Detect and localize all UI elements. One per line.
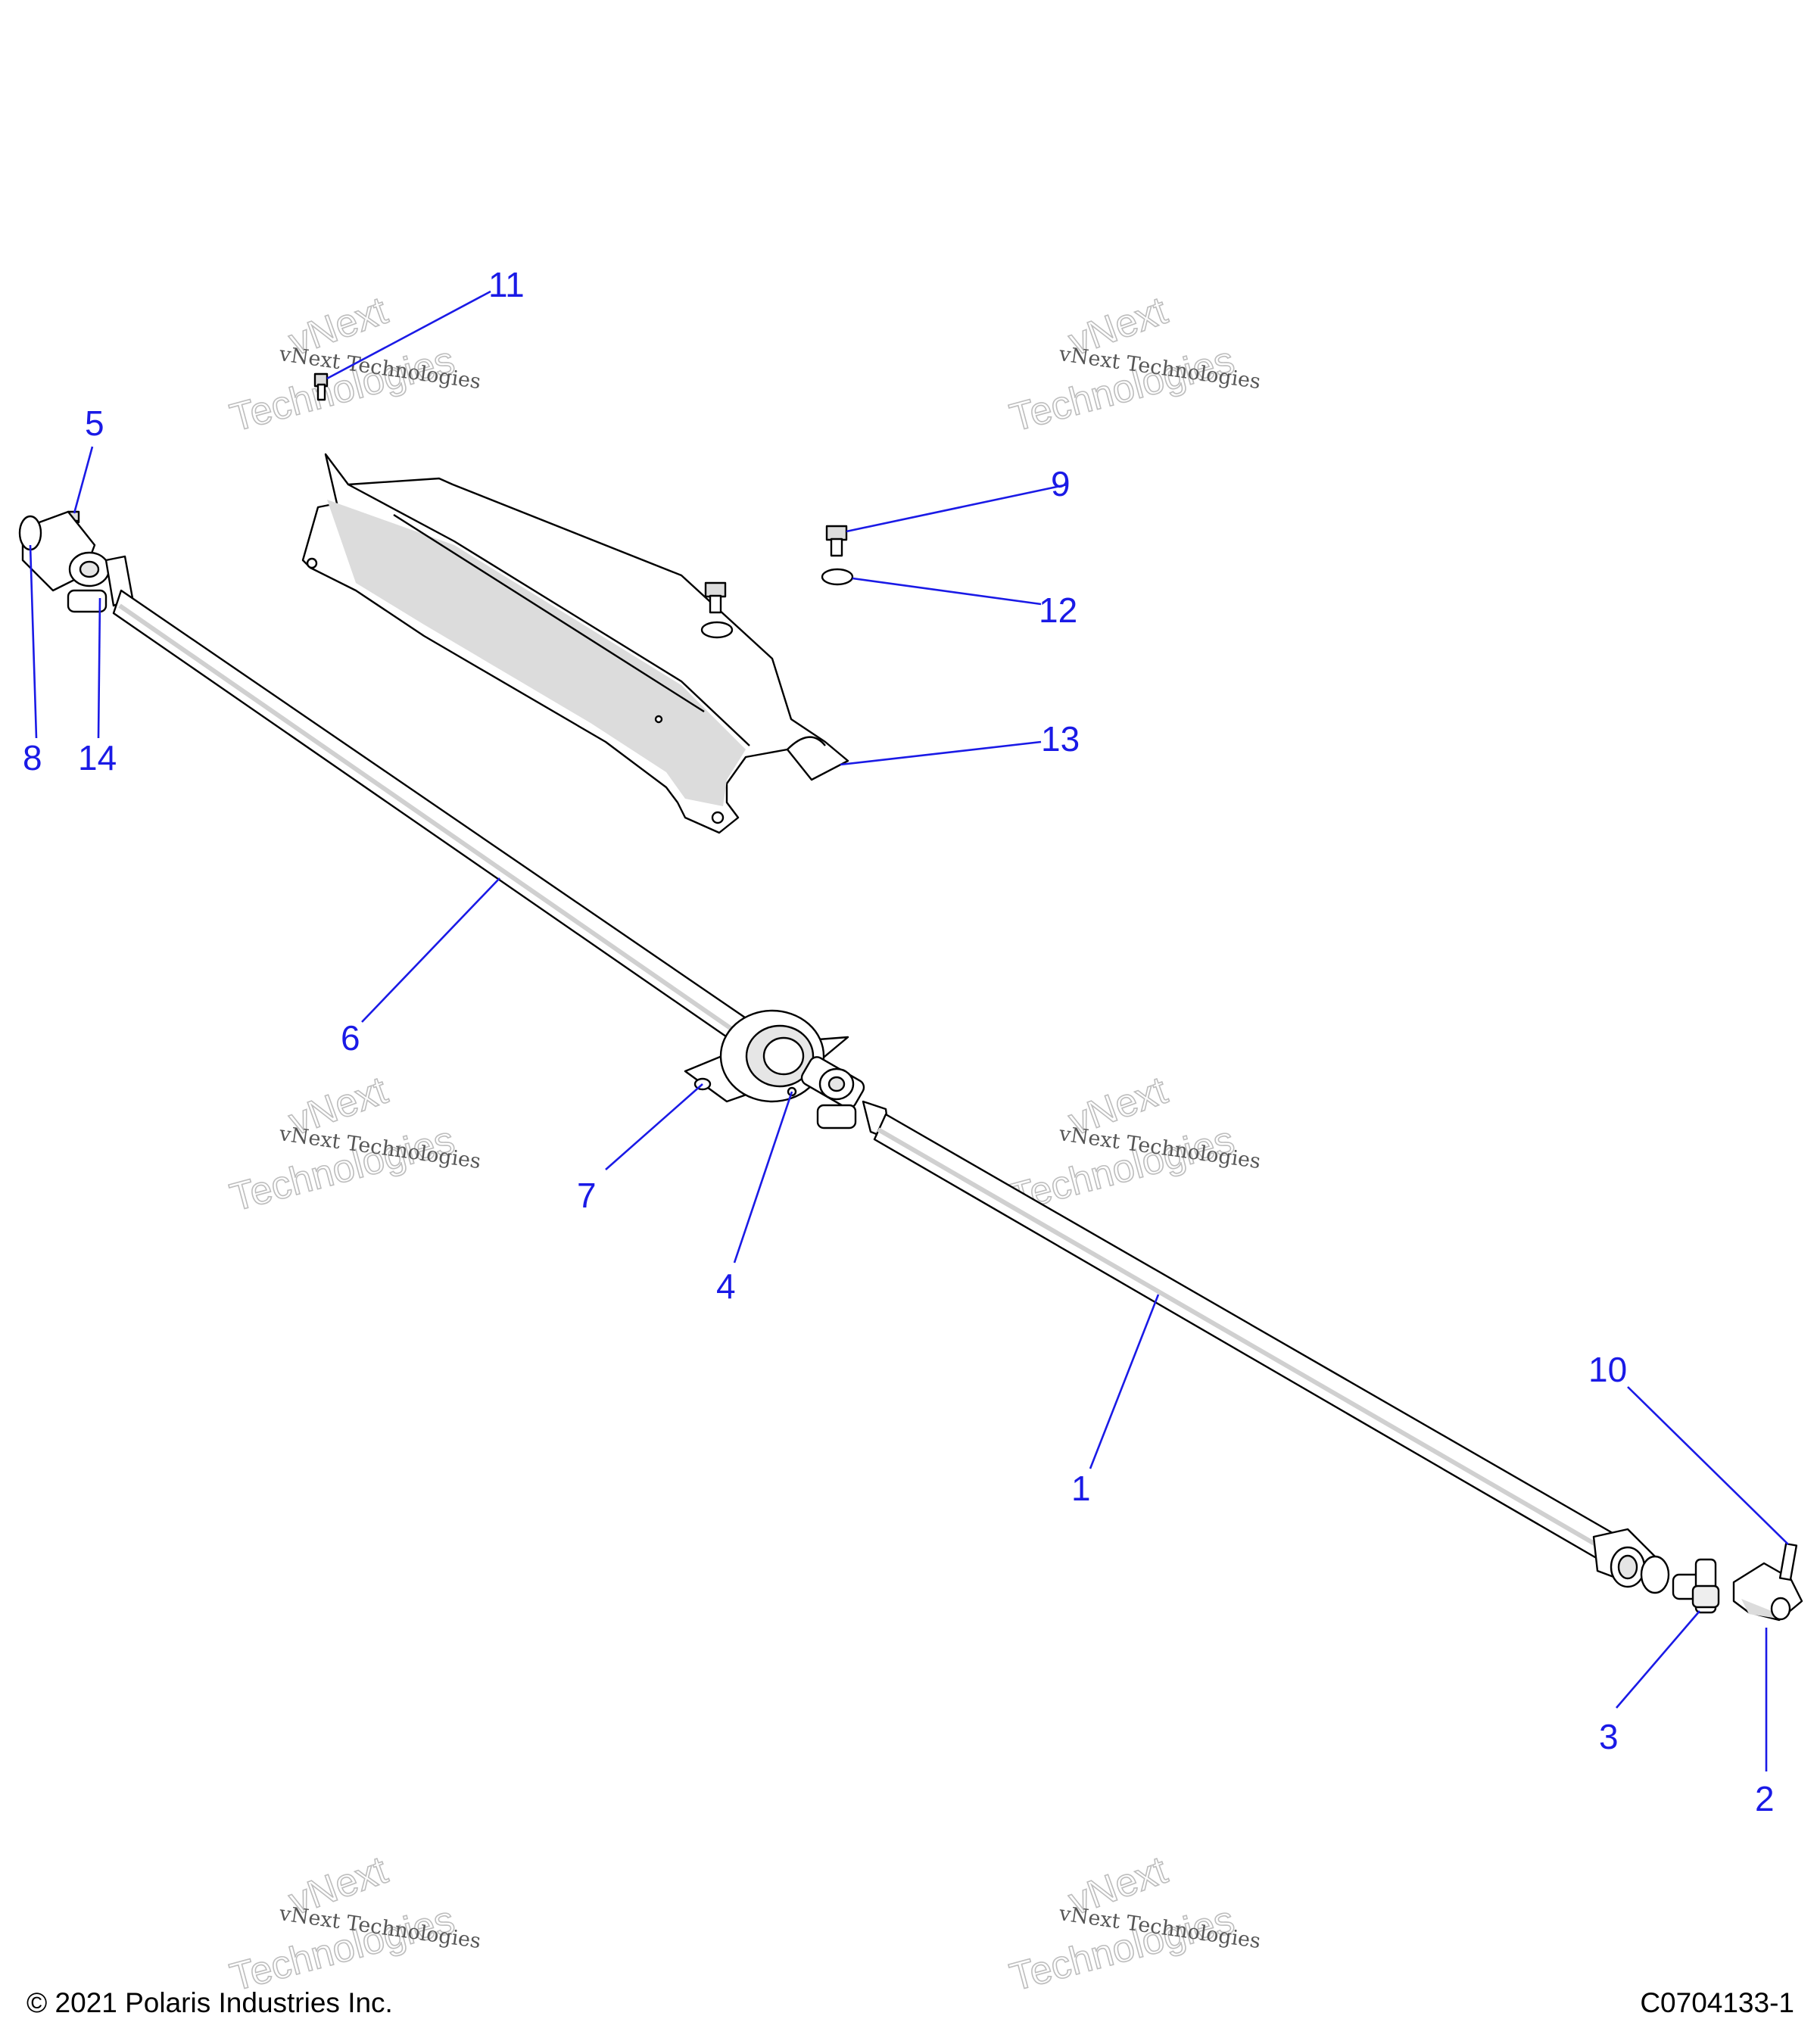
callout-12: 12 bbox=[1039, 590, 1077, 630]
callout-6: 6 bbox=[341, 1018, 360, 1058]
callout-11: 11 bbox=[488, 265, 525, 304]
center-u-joint bbox=[800, 1056, 891, 1141]
bolt-part-9 bbox=[825, 525, 848, 557]
rear-propshaft-part-1 bbox=[873, 1113, 1614, 1561]
washer bbox=[700, 621, 734, 639]
leader-lines bbox=[29, 290, 1789, 1771]
watermark: vNext Technologies vNext Technologies bbox=[225, 1847, 482, 2000]
bolt-part-11 bbox=[313, 372, 329, 401]
callout-5: 5 bbox=[85, 404, 104, 443]
u-joint-cross-part-3 bbox=[1672, 1558, 1720, 1614]
watermark: vNext Technologies vNext Technologies bbox=[1005, 1067, 1262, 1220]
callout-8: 8 bbox=[23, 738, 42, 777]
heat-shield-part-13 bbox=[301, 453, 849, 834]
washer-part-12 bbox=[821, 568, 854, 586]
yoke-part-2 bbox=[1732, 1562, 1803, 1622]
rear-shaft-yoke bbox=[1592, 1528, 1670, 1594]
callout-4: 4 bbox=[716, 1267, 736, 1306]
callouts: 11 5 9 12 13 8 14 6 7 4 1 10 3 2 bbox=[23, 265, 1775, 1818]
callout-13: 13 bbox=[1041, 719, 1080, 759]
watermark: vNext Technologies vNext Technologies bbox=[1005, 288, 1262, 441]
callout-7: 7 bbox=[577, 1176, 597, 1215]
carrier-bearing-part-7 bbox=[684, 1009, 849, 1103]
callout-2: 2 bbox=[1755, 1779, 1775, 1818]
watermark: vNext Technologies vNext Technologies bbox=[225, 1067, 482, 1220]
pin-part-10 bbox=[1778, 1542, 1798, 1581]
callout-1: 1 bbox=[1071, 1469, 1091, 1508]
diagram-code: C0704133-1 bbox=[1640, 1987, 1794, 2018]
bolt bbox=[704, 581, 727, 614]
callout-9: 9 bbox=[1051, 464, 1071, 503]
copyright-text: © 2021 Polaris Industries Inc. bbox=[26, 1987, 393, 2018]
callout-3: 3 bbox=[1599, 1717, 1619, 1756]
watermark: vNext Technologies vNext Technologies bbox=[1005, 1847, 1262, 2000]
callout-10: 10 bbox=[1588, 1350, 1627, 1389]
callout-14: 14 bbox=[78, 738, 117, 777]
